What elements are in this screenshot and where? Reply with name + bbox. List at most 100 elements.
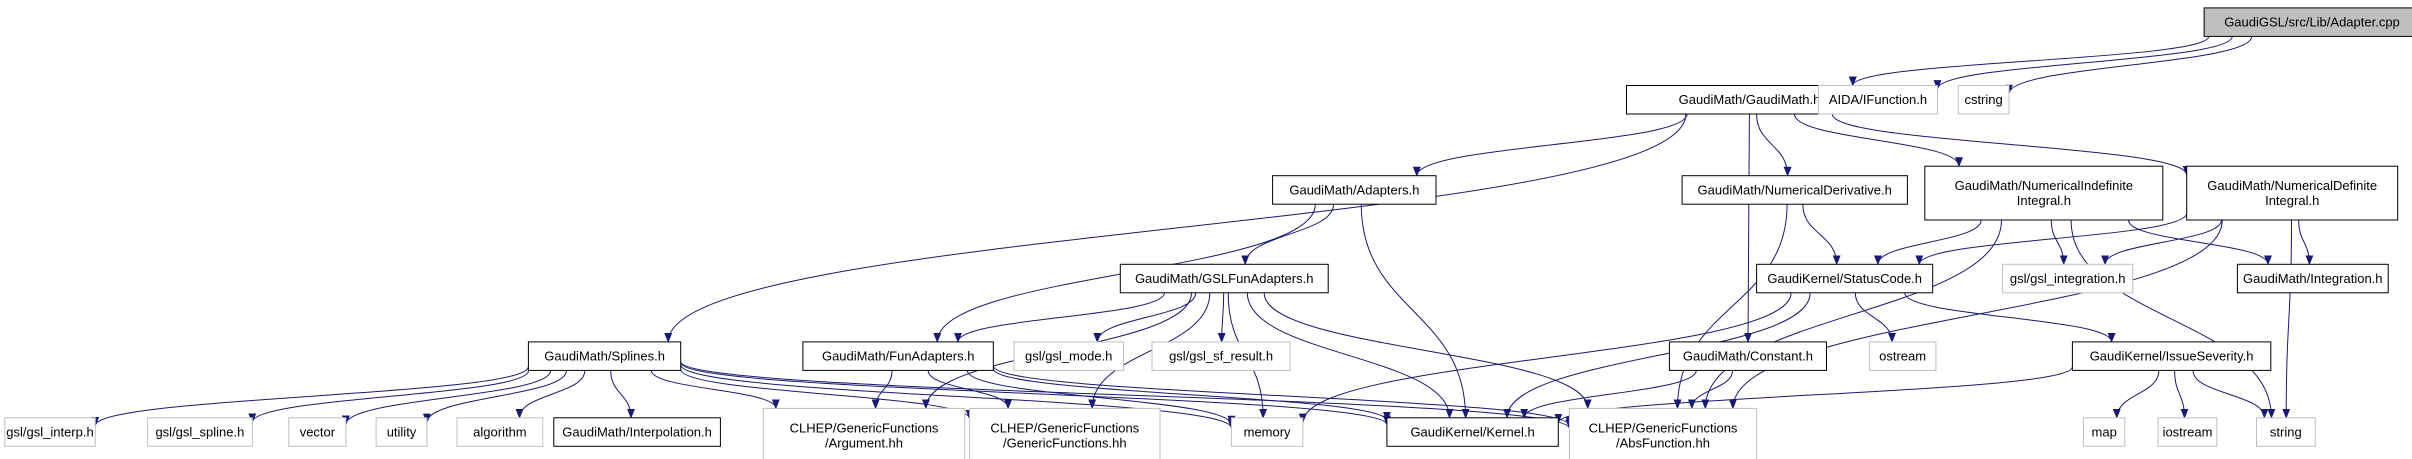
edge-statuscode-to-ostream — [1854, 292, 1896, 343]
node-label-statuscode: GaudiKernel/StatusCode.h — [1767, 271, 1922, 286]
node-label-utility: utility — [387, 425, 417, 440]
node-label-adapters: GaudiMath/Adapters.h — [1289, 182, 1419, 197]
node-label-map: map — [2092, 425, 2117, 440]
node-box-kernel[interactable] — [1386, 417, 1559, 447]
node-box-statuscode[interactable] — [1756, 263, 1934, 294]
edge-gaudimath-to-numdef — [1831, 113, 2191, 176]
node-label-gslint: gsl/gsl_integration.h — [2010, 271, 2126, 286]
node-box-absfunc — [1568, 407, 1758, 459]
node-utility: utility — [375, 417, 428, 447]
edge-gslfun-to-gslsf — [1217, 292, 1226, 343]
node-root: GaudiGSL/src/Lib/Adapter.cpp — [2203, 7, 2412, 37]
edge-funadapters-to-kernel — [992, 368, 1391, 422]
node-adapters[interactable]: GaudiMath/Adapters.h — [1272, 175, 1437, 205]
node-box-root — [2203, 7, 2412, 37]
node-funadapters[interactable]: GaudiMath/FunAdapters.h — [802, 341, 994, 371]
edge-numindef-to-gslint — [2050, 219, 2068, 266]
edge-numdef-to-statuscode — [1915, 213, 2188, 266]
node-label-gslfun: GaudiMath/GSLFunAdapters.h — [1135, 271, 1314, 286]
node-iostream: iostream — [2157, 417, 2218, 447]
node-label-cstring: cstring — [1964, 92, 2002, 107]
node-constant[interactable]: GaudiMath/Constant.h — [1668, 341, 1828, 371]
node-label-vector: vector — [300, 425, 336, 440]
node-label-numdef: Integral.h — [2265, 193, 2319, 208]
edge-splines-to-argument — [650, 370, 780, 410]
node-box-constant[interactable] — [1668, 341, 1828, 371]
node-box-map — [2083, 417, 2126, 447]
edge-gslfun-to-absfunc — [1263, 292, 1592, 410]
node-label-ostream: ostream — [1879, 349, 1926, 364]
node-label-gslsf: gsl/gsl_sf_result.h — [1169, 349, 1273, 364]
node-integration[interactable]: GaudiMath/Integration.h — [2236, 263, 2389, 294]
node-label-numderiv: GaudiMath/NumericalDerivative.h — [1698, 182, 1892, 197]
edge-funadapters-to-argument — [871, 370, 893, 410]
node-label-algorithm: algorithm — [473, 425, 526, 440]
node-kernel[interactable]: GaudiKernel/Kernel.h — [1386, 417, 1559, 447]
node-box-issue[interactable] — [2071, 341, 2272, 371]
edge-numderiv-to-statuscode — [1802, 204, 1841, 266]
node-box-interpolation[interactable] — [553, 417, 721, 447]
node-label-numindef: Integral.h — [2017, 193, 2071, 208]
node-splines[interactable]: GaudiMath/Splines.h — [527, 341, 682, 371]
node-label-numindef: GaudiMath/NumericalIndefinite — [1955, 178, 2133, 193]
node-label-absfunc: CLHEP/GenericFunctions — [1589, 420, 1738, 435]
edge-issue-to-map — [2112, 370, 2160, 419]
node-algorithm: algorithm — [456, 417, 544, 447]
node-box-numderiv[interactable] — [1681, 175, 1908, 205]
edge-statuscode-to-issue — [1904, 292, 2116, 343]
node-numderiv[interactable]: GaudiMath/NumericalDerivative.h — [1681, 175, 1908, 205]
edge-constant-to-absfunc — [1687, 370, 1734, 410]
node-gslmode: gsl/gsl_mode.h — [1013, 341, 1124, 371]
node-box-utility — [375, 417, 428, 447]
edge-splines-to-vector — [341, 370, 552, 426]
node-interp: gsl/gsl_interp.h — [4, 417, 96, 447]
node-memory: memory — [1230, 417, 1304, 447]
node-string: string — [2256, 417, 2316, 447]
node-box-vector — [288, 417, 347, 447]
node-box-numindef[interactable] — [1924, 165, 2164, 221]
node-box-splines[interactable] — [527, 341, 682, 371]
node-label-interp: gsl/gsl_interp.h — [6, 425, 93, 440]
edge-gslfun-to-kernel — [1246, 292, 1454, 419]
edge-statuscode-to-memory — [1298, 292, 1792, 424]
node-box-integration[interactable] — [2236, 263, 2389, 294]
node-label-iostream: iostream — [2163, 425, 2213, 440]
node-interpolation[interactable]: GaudiMath/Interpolation.h — [553, 417, 721, 447]
node-box-cstring — [1957, 85, 2010, 115]
edge-issue-to-iostream — [2174, 370, 2189, 419]
node-box-adapters[interactable] — [1272, 175, 1437, 205]
node-argument: CLHEP/GenericFunctions/Argument.hh — [762, 407, 966, 459]
node-gslsf: gsl/gsl_sf_result.h — [1151, 341, 1291, 371]
node-box-gslfun[interactable] — [1119, 263, 1329, 294]
edge-splines-to-utility — [422, 370, 567, 424]
node-box-aida — [1818, 85, 1938, 115]
edge-adapters-to-gslfun — [1241, 204, 1334, 266]
node-box-ostream — [1868, 341, 1937, 371]
edge-gaudimath-to-numindef — [1793, 113, 1963, 168]
edge-constant-to-kernel — [1520, 370, 1697, 419]
edge-gaudimath-to-numderiv — [1756, 113, 1792, 177]
edge-gaudimath-to-constant — [1744, 113, 1753, 343]
node-statuscode[interactable]: GaudiKernel/StatusCode.h — [1756, 263, 1934, 294]
node-label-genfuncs: CLHEP/GenericFunctions — [990, 420, 1139, 435]
edge-numdef-to-gslint — [2101, 219, 2222, 266]
edge-numindef-to-string — [2070, 219, 2276, 419]
node-cstring: cstring — [1957, 85, 2010, 115]
node-box-funadapters[interactable] — [802, 341, 994, 371]
node-label-constant: GaudiMath/Constant.h — [1683, 349, 1813, 364]
node-box-gslint — [2002, 263, 2134, 294]
nodes-layer: GaudiGSL/src/Lib/Adapter.cppGaudiMath/Ga… — [4, 7, 2412, 459]
node-gslfun[interactable]: GaudiMath/GSLFunAdapters.h — [1119, 263, 1329, 294]
node-box-memory — [1230, 417, 1304, 447]
edge-numindef-to-absfunc — [1701, 219, 2002, 410]
edge-splines-to-kernel — [680, 362, 1391, 426]
node-box-spline — [147, 417, 253, 447]
node-issue[interactable]: GaudiKernel/IssueSeverity.h — [2071, 341, 2272, 371]
edge-statuscode-to-kernel — [1503, 292, 1811, 419]
node-label-issue: GaudiKernel/IssueSeverity.h — [2090, 349, 2254, 364]
node-box-interp — [4, 417, 96, 447]
node-box-numdef[interactable] — [2186, 165, 2399, 221]
